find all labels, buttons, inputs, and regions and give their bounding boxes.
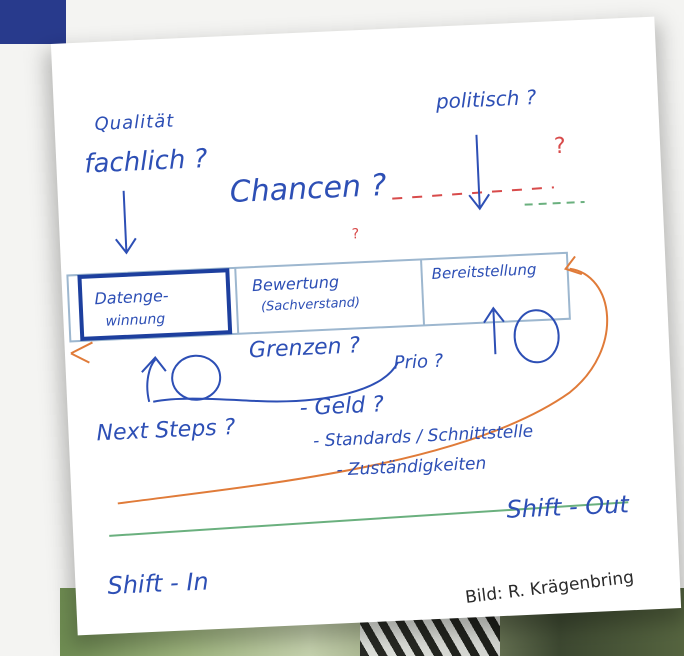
- photo-caption: Bild: R. Krägenbring: [464, 567, 635, 608]
- blue-loop-arrow: [153, 362, 399, 403]
- green-dashed-line: [524, 200, 585, 206]
- orange-right-arrow: [117, 267, 609, 505]
- limits-question: Grenzen ?: [248, 333, 361, 363]
- right-up-arrow: [483, 306, 505, 355]
- box-3-line-1: Bereitstellung: [431, 260, 536, 283]
- list-item-responsibilities: - Zuständigkeiten: [336, 454, 487, 481]
- box-1-line-1: Datenge-: [94, 286, 169, 308]
- process-box-outline: [66, 251, 571, 343]
- left-up-arrow: [141, 356, 167, 403]
- left-down-arrow: [115, 190, 137, 255]
- technical-question: fachlich ?: [84, 144, 209, 180]
- green-divider: [109, 501, 629, 537]
- right-circle: [513, 309, 560, 364]
- red-question-1: ?: [553, 134, 566, 160]
- box-2-line-2: (Sachverstand): [261, 295, 361, 314]
- priority-question: Prio ?: [393, 351, 444, 374]
- red-question-2: ?: [351, 226, 359, 242]
- quality-heading: Qualität: [94, 110, 175, 135]
- list-item-money: - Geld ?: [299, 392, 385, 421]
- next-steps-heading: Next Steps ?: [96, 415, 236, 446]
- chances-question: Chancen ?: [229, 168, 387, 210]
- shift-in-label: Shift - In: [107, 567, 209, 600]
- corner-color-block: [0, 0, 66, 44]
- orange-arrow-head: [563, 255, 583, 276]
- chances-dashed-line: [392, 186, 554, 200]
- left-circle: [171, 354, 222, 401]
- data-collection-box: [77, 268, 233, 341]
- right-down-arrow: [468, 134, 490, 211]
- orange-left-arrow: [70, 341, 93, 364]
- political-question: politisch ?: [434, 85, 537, 114]
- list-item-standards: - Standards / Schnittstelle: [313, 422, 534, 452]
- box-2-line-1: Bewertung: [252, 272, 340, 295]
- box-1-line-2: winnung: [105, 311, 165, 330]
- shift-out-label: Shift - Out: [506, 490, 631, 524]
